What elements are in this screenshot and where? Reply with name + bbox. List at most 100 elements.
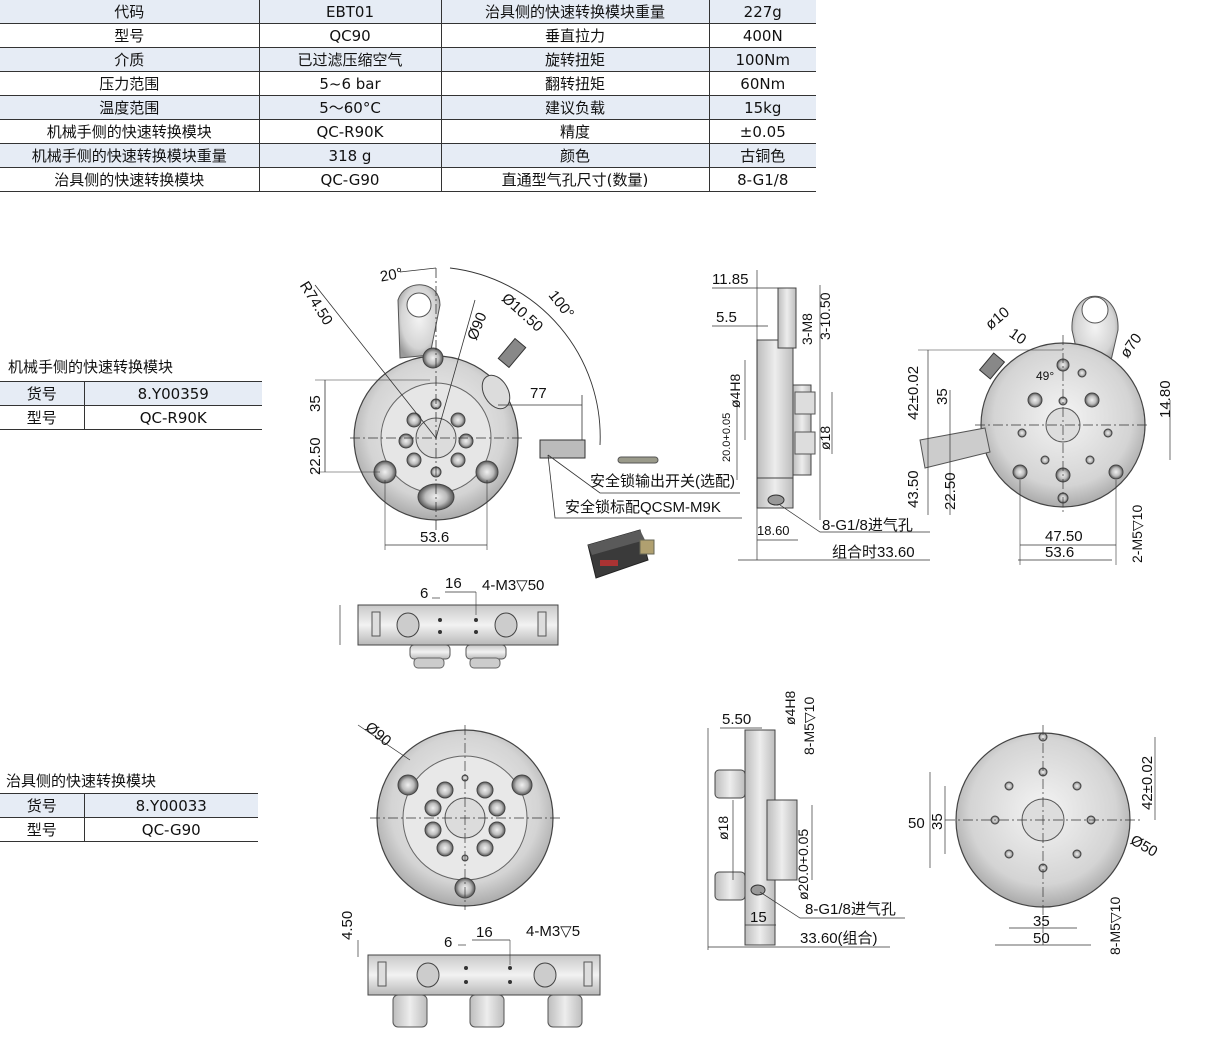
table-cell: QC90 bbox=[259, 23, 442, 48]
robot-side-view: 11.85 5.5 3-M8 3-10.50 ø4H8 20.0+0.05 ø1… bbox=[712, 270, 930, 561]
table-row: 型号 QC-R90K bbox=[0, 405, 262, 430]
dim-16: 16 bbox=[476, 924, 493, 941]
robot-module-table: 货号 8.Y00359 型号 QC-R90K bbox=[0, 381, 262, 430]
table-cell: 15kg bbox=[709, 95, 816, 120]
table-cell: 翻转扭矩 bbox=[441, 71, 710, 96]
dim-35b: 35 bbox=[1033, 913, 1050, 930]
table-cell: 型号 bbox=[0, 817, 85, 842]
table-cell: 机械手侧的快速转换模块重量 bbox=[0, 143, 260, 168]
table-cell: QC-R90K bbox=[259, 119, 442, 144]
dim-m5: 8-M5▽10 bbox=[801, 697, 817, 755]
dim-50b: 50 bbox=[1033, 930, 1050, 947]
dim-42: 42±0.02 bbox=[905, 366, 922, 420]
table-cell: 介质 bbox=[0, 47, 260, 72]
dim-4350: 43.50 bbox=[905, 470, 922, 508]
dim-d50: Ø50 bbox=[1127, 832, 1160, 861]
table-cell: 直通型气孔尺寸(数量) bbox=[441, 167, 710, 192]
table-cell: 60Nm bbox=[709, 71, 816, 96]
note-port: 8-G1/8进气孔 bbox=[822, 517, 913, 534]
tool-front-view: Ø90 bbox=[357, 719, 560, 910]
table-cell: 400N bbox=[709, 23, 816, 48]
robot-back-view: ø10 10 ø70 49° 42±0.02 35 43.50 22.50 14… bbox=[905, 295, 1174, 565]
dim-35: 35 bbox=[934, 388, 951, 405]
dim-1860: 18.60 bbox=[757, 523, 790, 538]
dim-d70: ø70 bbox=[1117, 330, 1146, 361]
dim-10: 10 bbox=[1006, 325, 1029, 348]
dim-77: 77 bbox=[530, 385, 547, 402]
dim-450: 4.50 bbox=[339, 911, 356, 940]
tool-module-title: 治具侧的快速转换模块 bbox=[6, 772, 157, 790]
dim-d10: ø10 bbox=[982, 304, 1013, 334]
dim-angle-20: 20° bbox=[379, 265, 404, 286]
dim-m8: 3-M8 bbox=[799, 313, 815, 345]
dim-6: 6 bbox=[444, 934, 452, 951]
dim-1480: 14.80 bbox=[1157, 380, 1174, 418]
table-row: 型号 QC-G90 bbox=[0, 817, 258, 842]
table-cell: QC-R90K bbox=[84, 405, 262, 430]
table-cell: QC-G90 bbox=[259, 167, 442, 192]
robot-front-view: R74.50 20° Ø90 Ø10.50 100° 77 35 22.50 5… bbox=[296, 265, 742, 550]
dim-m3: 4-M3▽50 bbox=[482, 577, 544, 594]
table-cell: 5~6 bar bbox=[259, 71, 442, 96]
table-cell: 货号 bbox=[0, 793, 85, 818]
dim-16: 16 bbox=[445, 575, 462, 592]
tool-module-table: 货号 8.Y00033 型号 QC-G90 bbox=[0, 793, 258, 842]
tool-side-view: 5.50 ø4H8 8-M5▽10 ø18 ø20.0+0.05 8-G1/8进… bbox=[707, 691, 905, 950]
tool-bottom-view: 4.50 6 16 4-M3▽5 bbox=[339, 911, 601, 1028]
table-cell: 温度范围 bbox=[0, 95, 260, 120]
dim-55: 5.5 bbox=[716, 309, 737, 326]
table-cell: 318 g bbox=[259, 143, 442, 168]
dim-35: 35 bbox=[307, 395, 324, 412]
table-cell: 100Nm bbox=[709, 47, 816, 72]
dim-combined: 33.60(组合) bbox=[800, 930, 878, 947]
dim-1185: 11.85 bbox=[712, 271, 748, 288]
dim-18: ø18 bbox=[715, 816, 731, 840]
dim-m5: 8-M5▽10 bbox=[1107, 897, 1123, 955]
table-cell: 已过滤压缩空气 bbox=[259, 47, 442, 72]
dim-2250: 22.50 bbox=[307, 437, 324, 475]
table-cell: 机械手侧的快速转换模块 bbox=[0, 119, 260, 144]
table-cell: 精度 bbox=[441, 119, 710, 144]
dim-angle-100: 100° bbox=[545, 287, 578, 322]
table-cell: 5～60°C bbox=[259, 95, 442, 120]
table-cell: 治具侧的快速转换模块重量 bbox=[441, 0, 710, 24]
dim-31050: 3-10.50 bbox=[817, 292, 833, 340]
dim-4750: 47.50 bbox=[1045, 528, 1083, 545]
note-switch: 安全锁输出开关(选配) bbox=[590, 472, 735, 490]
table-cell: 治具侧的快速转换模块 bbox=[0, 167, 260, 192]
dim-combined: 组合时33.60 bbox=[832, 544, 915, 561]
dim-20: 20.0+0.05 bbox=[721, 413, 733, 462]
dim-m5: 2-M5▽10 bbox=[1129, 505, 1145, 563]
tool-back-view: 50 35 42±0.02 Ø50 35 50 8-M5▽10 bbox=[908, 725, 1160, 955]
dim-50: 50 bbox=[908, 815, 925, 832]
table-cell: 8.Y00359 bbox=[84, 381, 262, 406]
table-cell: 古铜色 bbox=[709, 143, 816, 168]
table-cell: 颜色 bbox=[441, 143, 710, 168]
table-cell: 压力范围 bbox=[0, 71, 260, 96]
table-cell: 227g bbox=[709, 0, 816, 24]
dim-6: 6 bbox=[420, 585, 428, 602]
table-cell: ±0.05 bbox=[709, 119, 816, 144]
note-port: 8-G1/8进气孔 bbox=[805, 901, 896, 918]
sensor-product-image bbox=[587, 529, 655, 579]
table-cell: 垂直拉力 bbox=[441, 23, 710, 48]
table-cell: 建议负载 bbox=[441, 95, 710, 120]
dim-4h8: ø4H8 bbox=[782, 691, 798, 725]
robot-bottom-view: 6 16 4-M3▽50 bbox=[339, 575, 559, 669]
dim-d90: Ø90 bbox=[362, 719, 395, 750]
dim-35: 35 bbox=[929, 813, 946, 830]
table-row: 货号 8.Y00359 bbox=[0, 381, 262, 406]
table-cell: 代码 bbox=[0, 0, 260, 24]
dim-d90: Ø90 bbox=[464, 310, 490, 343]
table-cell: QC-G90 bbox=[84, 817, 258, 842]
dim-536: 53.6 bbox=[420, 529, 449, 546]
robot-module-title: 机械手侧的快速转换模块 bbox=[8, 358, 174, 376]
